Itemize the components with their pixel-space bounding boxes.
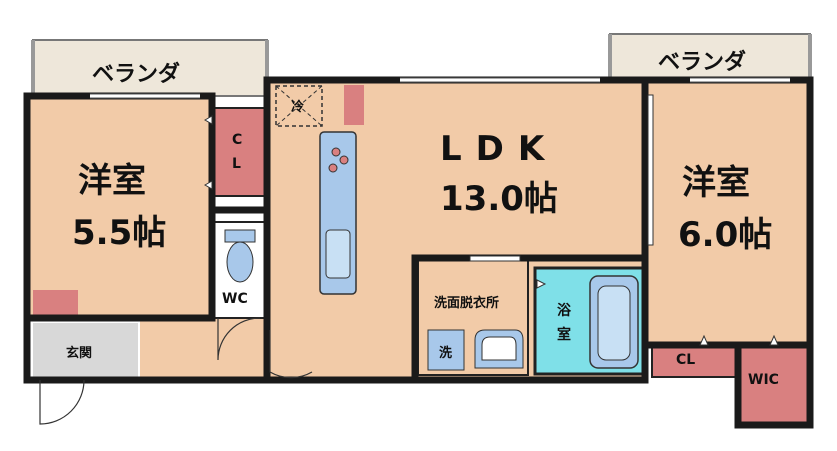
stove-burner-icon [328,163,338,173]
closet-left-label-l: L [232,156,241,172]
closet-right [651,344,741,378]
closet-markers [203,115,779,346]
floor-entry-hall [140,318,270,378]
room-left-size: 5.5帖 [72,213,167,253]
closet-left-label-c: C [232,132,243,148]
fridge-space [275,85,323,127]
bath-label-2: 室 [557,327,571,343]
floor-right-room [645,80,810,345]
washroom-label: 洗面脱衣所 [434,296,500,311]
washer-box [427,329,465,371]
closet-left [211,107,268,197]
balcony-left [32,39,268,97]
balcony-right [609,33,811,81]
pillar-ldk [344,85,364,125]
bath-label-1: 浴 [557,303,571,319]
room-left-name: 洋室 [78,161,146,201]
entrance-floor [33,323,138,378]
room-right-size: 6.0帖 [678,215,773,255]
washer-label: 洗 [439,346,453,361]
balcony-left-label: ベランダ [92,62,181,87]
room-right-name: 洋室 [682,163,750,203]
room-ldk-name: LDK [440,129,559,169]
entrance-label: 玄関 [66,346,93,361]
room-ldk-size: 13.0帖 [440,179,558,219]
fridge-label: 冷 [291,100,305,115]
stove-burner-icon [339,155,349,165]
kitchen-sink [325,229,351,279]
floor-left-room [27,96,212,318]
toilet-label: WC [222,291,248,307]
balcony-right-label: ベランダ [658,50,747,75]
doors [39,317,313,425]
windows [90,78,790,98]
walk-in-closet-label: WIC [748,372,779,388]
closet-right-label: CL [676,352,696,368]
toilet-tank [224,229,256,243]
stove-burner-icon [331,147,341,157]
toilet-bowl [226,241,254,283]
